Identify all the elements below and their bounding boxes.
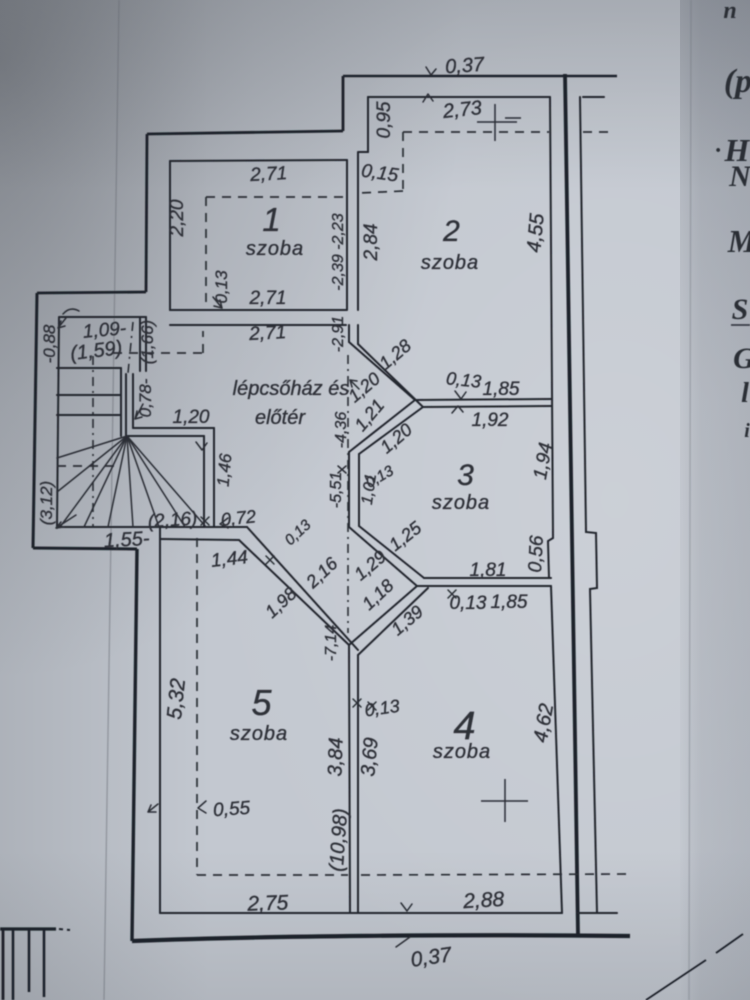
svg-text:(10,98): (10,98) (326, 808, 352, 873)
svg-text:-2,91: -2,91 (330, 316, 347, 352)
svg-text:2,20: 2,20 (167, 199, 188, 237)
svg-text:0,55: 0,55 (212, 798, 251, 822)
svg-text:szoba: szoba (433, 741, 491, 763)
svg-text:1,29: 1,29 (350, 546, 390, 584)
svg-text:szoba: szoba (230, 723, 288, 745)
svg-text:-5,51: -5,51 (328, 472, 345, 508)
svg-text:N: N (728, 160, 750, 193)
svg-text:(2,16): (2,16) (147, 508, 198, 532)
svg-text:5: 5 (251, 682, 272, 723)
svg-text:2,88: 2,88 (462, 888, 505, 913)
svg-text:1: 1 (262, 201, 281, 238)
svg-text:1,55-: 1,55- (103, 528, 150, 552)
svg-text:·: · (715, 138, 721, 164)
svg-text:0,13: 0,13 (450, 593, 487, 614)
svg-text:M: M (727, 223, 750, 259)
svg-text:G: G (733, 342, 750, 375)
svg-text:-7,14: -7,14 (323, 625, 340, 662)
svg-text:4,55: 4,55 (523, 212, 548, 254)
svg-text:2,84: 2,84 (361, 224, 382, 262)
svg-text:2,71: 2,71 (249, 163, 288, 186)
svg-text:1,20: 1,20 (173, 407, 210, 428)
svg-text:3: 3 (457, 459, 475, 492)
svg-text:2,71: 2,71 (248, 322, 287, 345)
svg-text:2,73: 2,73 (441, 97, 483, 123)
svg-text:S: S (732, 293, 749, 326)
svg-text:l: l (741, 378, 749, 409)
svg-text:-2,39 -2,23: -2,39 -2,23 (330, 213, 347, 290)
svg-text:1,85: 1,85 (491, 592, 528, 613)
svg-text:-0,88: -0,88 (40, 324, 59, 363)
svg-text:szoba: szoba (246, 238, 304, 260)
svg-text:(3,12): (3,12) (37, 481, 56, 525)
svg-text:n: n (723, 0, 736, 24)
svg-text:1,85: 1,85 (483, 379, 520, 400)
svg-text:0,13: 0,13 (212, 270, 231, 304)
svg-text:-4,36: -4,36 (333, 412, 350, 449)
svg-text:0,56: 0,56 (525, 535, 548, 573)
svg-text:1,92: 1,92 (472, 410, 509, 431)
svg-text:0,72: 0,72 (220, 506, 257, 530)
svg-text:1,01: 1,01 (359, 473, 380, 506)
svg-text:előtér: előtér (255, 407, 306, 429)
svg-text:1,81: 1,81 (470, 560, 507, 581)
svg-text:1,09-: 1,09- (82, 318, 127, 343)
svg-text:3,69: 3,69 (357, 737, 382, 778)
svg-text:0,37: 0,37 (444, 54, 485, 79)
svg-text:0,13: 0,13 (363, 696, 400, 721)
svg-text:szoba: szoba (432, 492, 490, 514)
svg-text:0,78-: 0,78- (136, 378, 155, 417)
svg-text:szoba: szoba (421, 252, 479, 274)
svg-text:2: 2 (442, 215, 461, 248)
svg-text:0,95: 0,95 (374, 101, 395, 138)
svg-text:lépcsőház és: lépcsőház és (233, 378, 350, 400)
svg-text:3,84: 3,84 (324, 737, 347, 777)
svg-text:4: 4 (453, 704, 476, 748)
svg-text:2,75: 2,75 (246, 891, 289, 915)
svg-text:1,44: 1,44 (210, 547, 249, 572)
svg-text:(1,66): (1,66) (138, 320, 157, 364)
svg-text:2,71: 2,71 (249, 288, 287, 309)
svg-text:i: i (744, 420, 750, 442)
svg-text:(p: (p (724, 63, 750, 100)
svg-text:H: H (724, 132, 750, 168)
svg-text:5,32: 5,32 (163, 677, 190, 720)
svg-text:1,46: 1,46 (214, 452, 236, 487)
svg-text:0,13: 0,13 (445, 368, 482, 392)
